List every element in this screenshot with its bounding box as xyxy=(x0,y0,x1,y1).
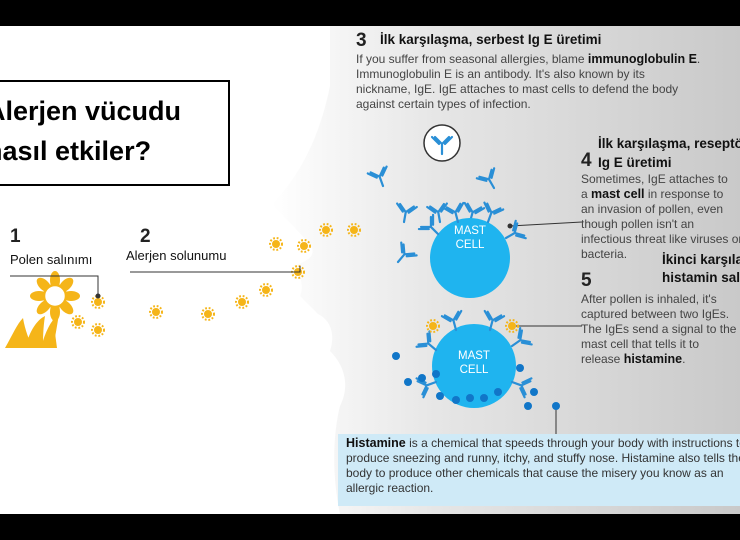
step-5-text: After pollen is inhaled, it's captured b… xyxy=(581,292,737,366)
step-5-heading-1: İkinci karşılaşma, xyxy=(662,252,740,267)
step-4-heading-1: İlk karşılaşma, reseptör xyxy=(598,136,740,151)
step-4-heading-2: Ig E üretimi xyxy=(598,155,672,170)
step-2-label: Alerjen solunumu xyxy=(126,248,227,263)
step-3-heading: İlk karşılaşma, serbest Ig E üretimi xyxy=(380,32,602,47)
mast-cell-2 xyxy=(415,309,533,408)
step-4-number: 4 xyxy=(581,150,592,171)
step-5-heading-2: histamin salınımı xyxy=(662,270,740,285)
mast-cell-1 xyxy=(417,201,527,298)
step-5-number: 5 xyxy=(581,270,592,291)
histamine-molecules xyxy=(392,352,560,410)
step-2-number: 2 xyxy=(140,226,151,247)
histamine-info-box: Histamine is a chemical that speeds thro… xyxy=(338,434,740,506)
flower-icon xyxy=(5,271,80,348)
infographic: Alerjen vücudu nasıl etkiler? 1 Polen sa… xyxy=(0,26,740,514)
illustration xyxy=(5,26,740,514)
title-box: Alerjen vücudu nasıl etkiler? xyxy=(0,80,230,186)
histamine-text: Histamine is a chemical that speeds thro… xyxy=(346,436,740,495)
step-1-number: 1 xyxy=(10,226,21,247)
step-1-label: Polen salınımı xyxy=(10,252,93,267)
title-line-2: nasıl etkiler? xyxy=(0,136,152,166)
step-3-text: If you suffer from seasonal allergies, b… xyxy=(356,52,701,111)
step-4-text: Sometimes, IgE attaches to a mast cell i… xyxy=(581,172,740,261)
step-3-number: 3 xyxy=(356,30,367,51)
title-line-1: Alerjen vücudu xyxy=(0,96,182,126)
